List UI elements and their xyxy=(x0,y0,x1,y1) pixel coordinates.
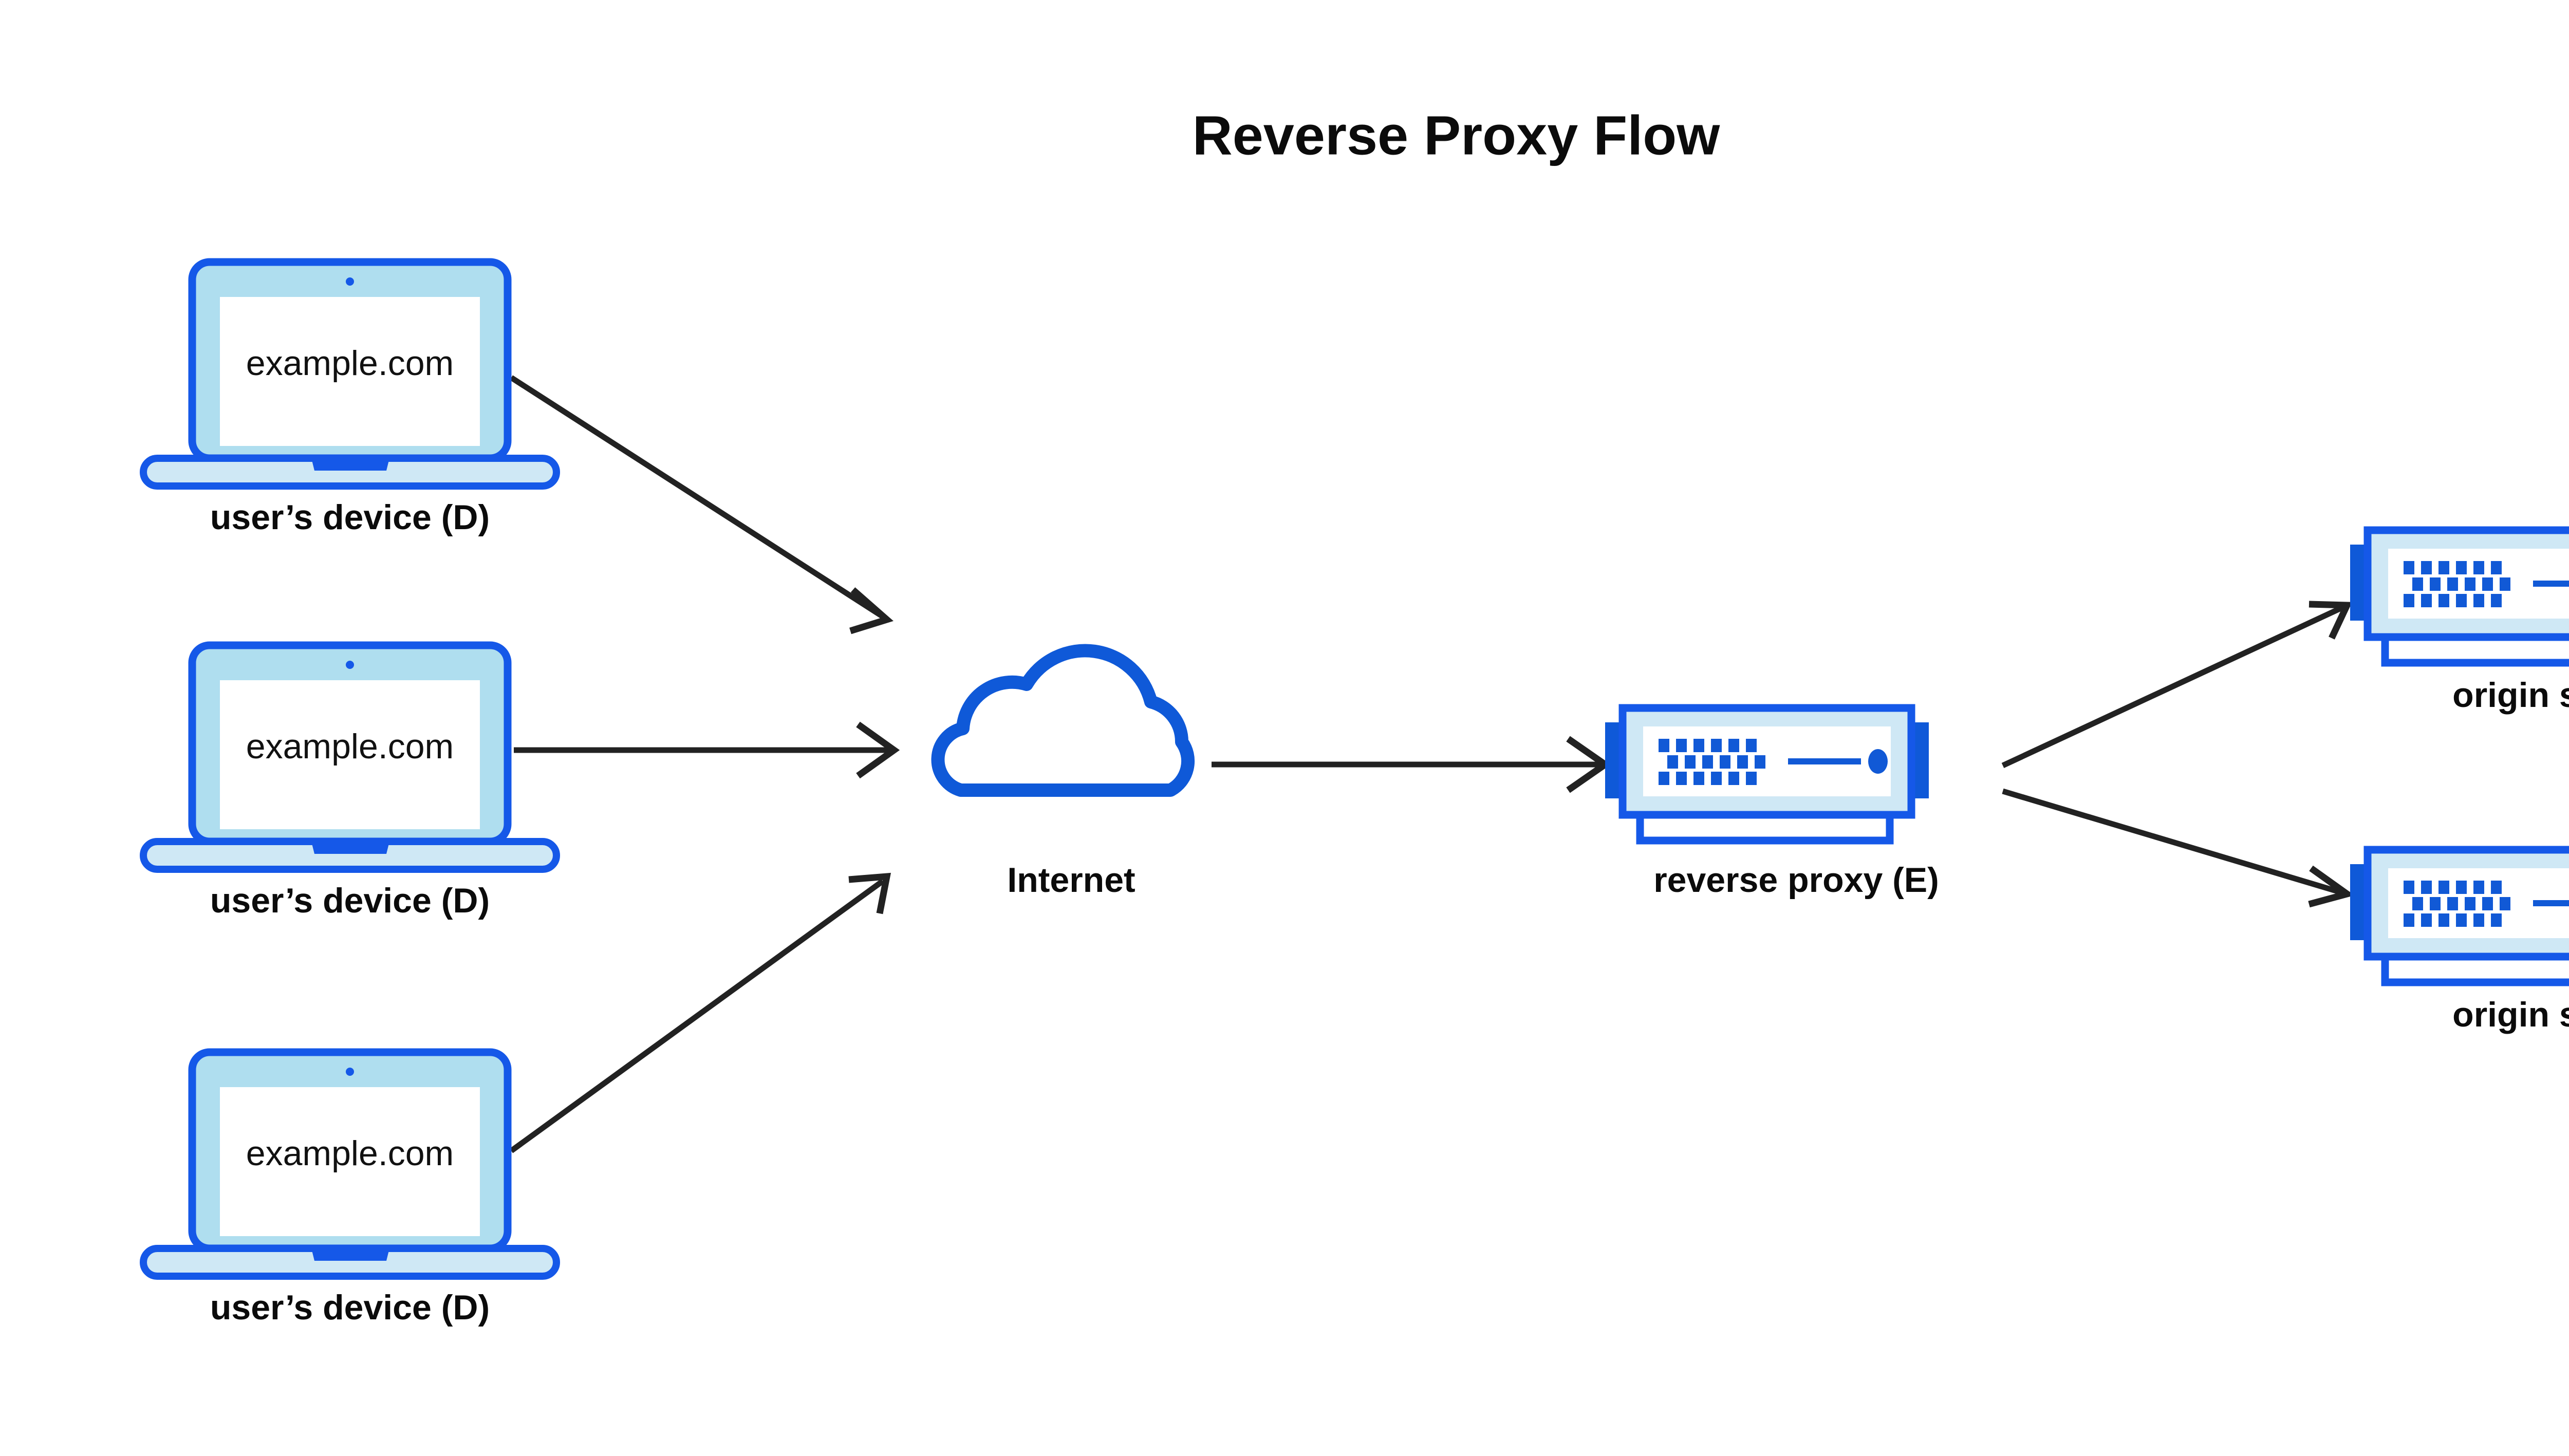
client-screen-text: example.com xyxy=(246,344,454,383)
reverse-proxy-label: reverse proxy (E) xyxy=(1653,861,1939,900)
server-icon xyxy=(2350,530,2569,663)
server-icon xyxy=(1605,708,1929,841)
client-screen-text: example.com xyxy=(246,1134,454,1173)
node-internet[interactable]: Internet xyxy=(938,650,1188,900)
node-client-1[interactable]: example.com user’s device (D) xyxy=(143,262,556,537)
origin-server-label: origin server (F) xyxy=(2452,676,2569,715)
edge-layer xyxy=(509,375,2355,1153)
client-screen-text: example.com xyxy=(246,727,454,766)
node-origin-2[interactable]: origin server (F) xyxy=(2350,850,2569,1034)
node-client-3[interactable]: example.com user’s device (D) xyxy=(143,1052,556,1327)
node-client-2[interactable]: example.com user’s device (D) xyxy=(143,645,556,920)
origin-server-label: origin server (F) xyxy=(2452,995,2569,1034)
edge-client3-to-internet xyxy=(509,872,891,1153)
edge-proxy-to-origin2 xyxy=(2002,788,2355,908)
node-reverse-proxy[interactable]: reverse proxy (E) xyxy=(1605,708,1939,900)
edge-proxy-to-origin1 xyxy=(2001,601,2353,768)
edge-client1-to-internet xyxy=(510,375,894,634)
cloud-icon xyxy=(938,650,1188,790)
node-origin-1[interactable]: origin server (F) xyxy=(2350,530,2569,715)
client-label: user’s device (D) xyxy=(210,1288,490,1327)
client-label: user’s device (D) xyxy=(210,881,490,920)
page-title: Reverse Proxy Flow xyxy=(1193,104,1720,166)
edge-client2-to-internet xyxy=(514,721,900,779)
server-icon xyxy=(2350,850,2569,982)
edge-internet-to-proxy xyxy=(1212,736,1611,793)
client-label: user’s device (D) xyxy=(210,498,490,537)
internet-label: Internet xyxy=(1007,861,1135,900)
